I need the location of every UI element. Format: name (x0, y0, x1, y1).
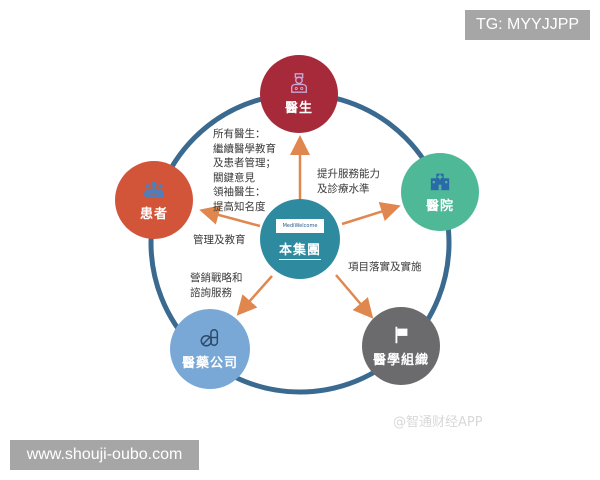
watermark-tag: TG: MYYJJPP (465, 10, 590, 40)
flag-icon (395, 326, 408, 344)
pill-icon (200, 329, 219, 347)
arrow-to-pharma (236, 275, 273, 316)
people-icon (143, 181, 165, 198)
node-patient: 患者 (115, 161, 193, 239)
annotation-doctor: 所有醫生： 繼續醫學教育 及患者管理； 關鍵意見 領袖醫生： 提高知名度 (213, 128, 276, 213)
node-label: 醫生 (284, 101, 313, 116)
annotation-patient: 管理及教育 (193, 234, 246, 246)
node-label: 醫藥公司 (181, 356, 238, 371)
doctor-icon (290, 73, 308, 93)
center-label: 本集團 (278, 239, 321, 260)
hospital-icon (430, 173, 450, 191)
arrow-to-patient (199, 205, 261, 228)
node-label: 醫學組織 (372, 353, 429, 368)
node-label: 醫院 (425, 199, 454, 214)
logo-text: MediWelcome (282, 222, 318, 229)
arrow-to-hospital (341, 201, 401, 226)
annotation-pharma: 營銷戰略和 諮詢服務 (190, 272, 243, 299)
arrow-to-medical-org (335, 274, 374, 319)
node-doctor: 醫生 (260, 55, 338, 133)
company-logo: MediWelcome (276, 218, 324, 233)
watermark-app: @智通财经APP (393, 415, 483, 430)
node-label: 患者 (139, 207, 168, 222)
node-pharma: 醫藥公司 (170, 309, 250, 389)
annotation-medical-org: 項目落實及實施 (348, 261, 422, 273)
node-center-group: MediWelcome 本集團 (260, 199, 340, 279)
node-medical-org: 醫學組織 (362, 307, 440, 385)
annotation-hospital: 提升服務能力 及診療水準 (317, 168, 380, 195)
node-hospital: 醫院 (401, 153, 479, 231)
watermark-site: www.shouji-oubo.com (10, 440, 199, 470)
